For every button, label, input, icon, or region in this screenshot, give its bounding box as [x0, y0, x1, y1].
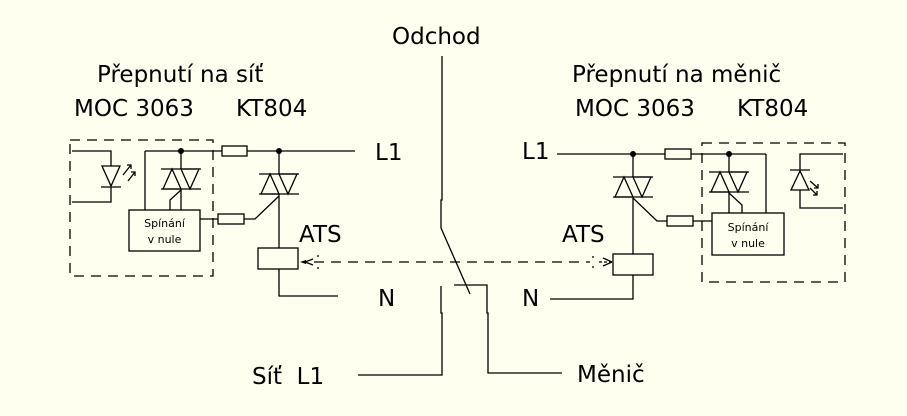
mains-wire	[358, 286, 443, 376]
transfer-switch	[358, 56, 562, 376]
left-ats-label: ATS	[299, 222, 342, 248]
right-optocoupler-enclosure	[701, 142, 846, 283]
right-optocoupler-label: MOC 3063	[575, 96, 695, 122]
left-led	[72, 150, 136, 203]
left-gate-wire-b	[244, 195, 280, 220]
right-resistor-gate	[666, 215, 694, 227]
left-zero-cross-line1: Spínání	[144, 217, 186, 230]
right-power-triac	[613, 154, 653, 254]
right-n-wire	[550, 275, 634, 300]
left-zero-cross-block: Spínání v nule	[128, 209, 201, 252]
left-l1-label: L1	[375, 140, 402, 166]
left-triac-label: KT804	[236, 96, 307, 122]
arrowhead-left-icon	[300, 260, 306, 264]
right-ats-coil	[612, 253, 654, 276]
inverter-wire	[454, 284, 562, 374]
mains-input-label: Síť L1	[252, 364, 324, 390]
left-resistor-gate	[217, 213, 245, 225]
right-n-label: N	[522, 286, 539, 312]
light-emission-icon	[122, 164, 136, 182]
left-power-triac	[259, 151, 299, 248]
inverter-input-label: Měnič	[577, 362, 645, 388]
left-optocoupler-label: MOC 3063	[74, 96, 194, 122]
left-resistor-top	[221, 145, 248, 157]
output-label: Odchod	[392, 24, 481, 50]
right-gate-wire-a	[632, 197, 667, 222]
right-zero-cross-block: Spínání v nule	[711, 212, 785, 256]
left-opto-triac	[161, 151, 201, 210]
right-opto-triac	[709, 154, 749, 213]
ats-mechanical-link	[300, 255, 613, 269]
right-triac-label: KT804	[737, 96, 808, 122]
light-emission-icon	[809, 180, 819, 196]
right-resistor-top	[664, 148, 692, 160]
right-zero-cross-line2: v nule	[731, 237, 765, 250]
left-zero-cross-line2: v nule	[148, 233, 182, 246]
left-ats-coil	[257, 247, 299, 270]
left-title: Přepnutí na síť	[97, 62, 263, 88]
arrowhead-right-icon	[602, 257, 613, 263]
right-led	[789, 153, 843, 209]
right-ats-label: ATS	[562, 222, 605, 248]
left-n-label: N	[378, 286, 395, 312]
switch-blade	[440, 227, 471, 295]
left-n-wire	[278, 269, 338, 297]
right-zero-cross-line1: Spínání	[728, 221, 770, 234]
left-optocoupler-enclosure	[69, 139, 214, 277]
output-wire	[440, 56, 443, 228]
right-l1-label: L1	[522, 139, 549, 165]
right-title: Přepnutí na měnič	[572, 62, 781, 88]
